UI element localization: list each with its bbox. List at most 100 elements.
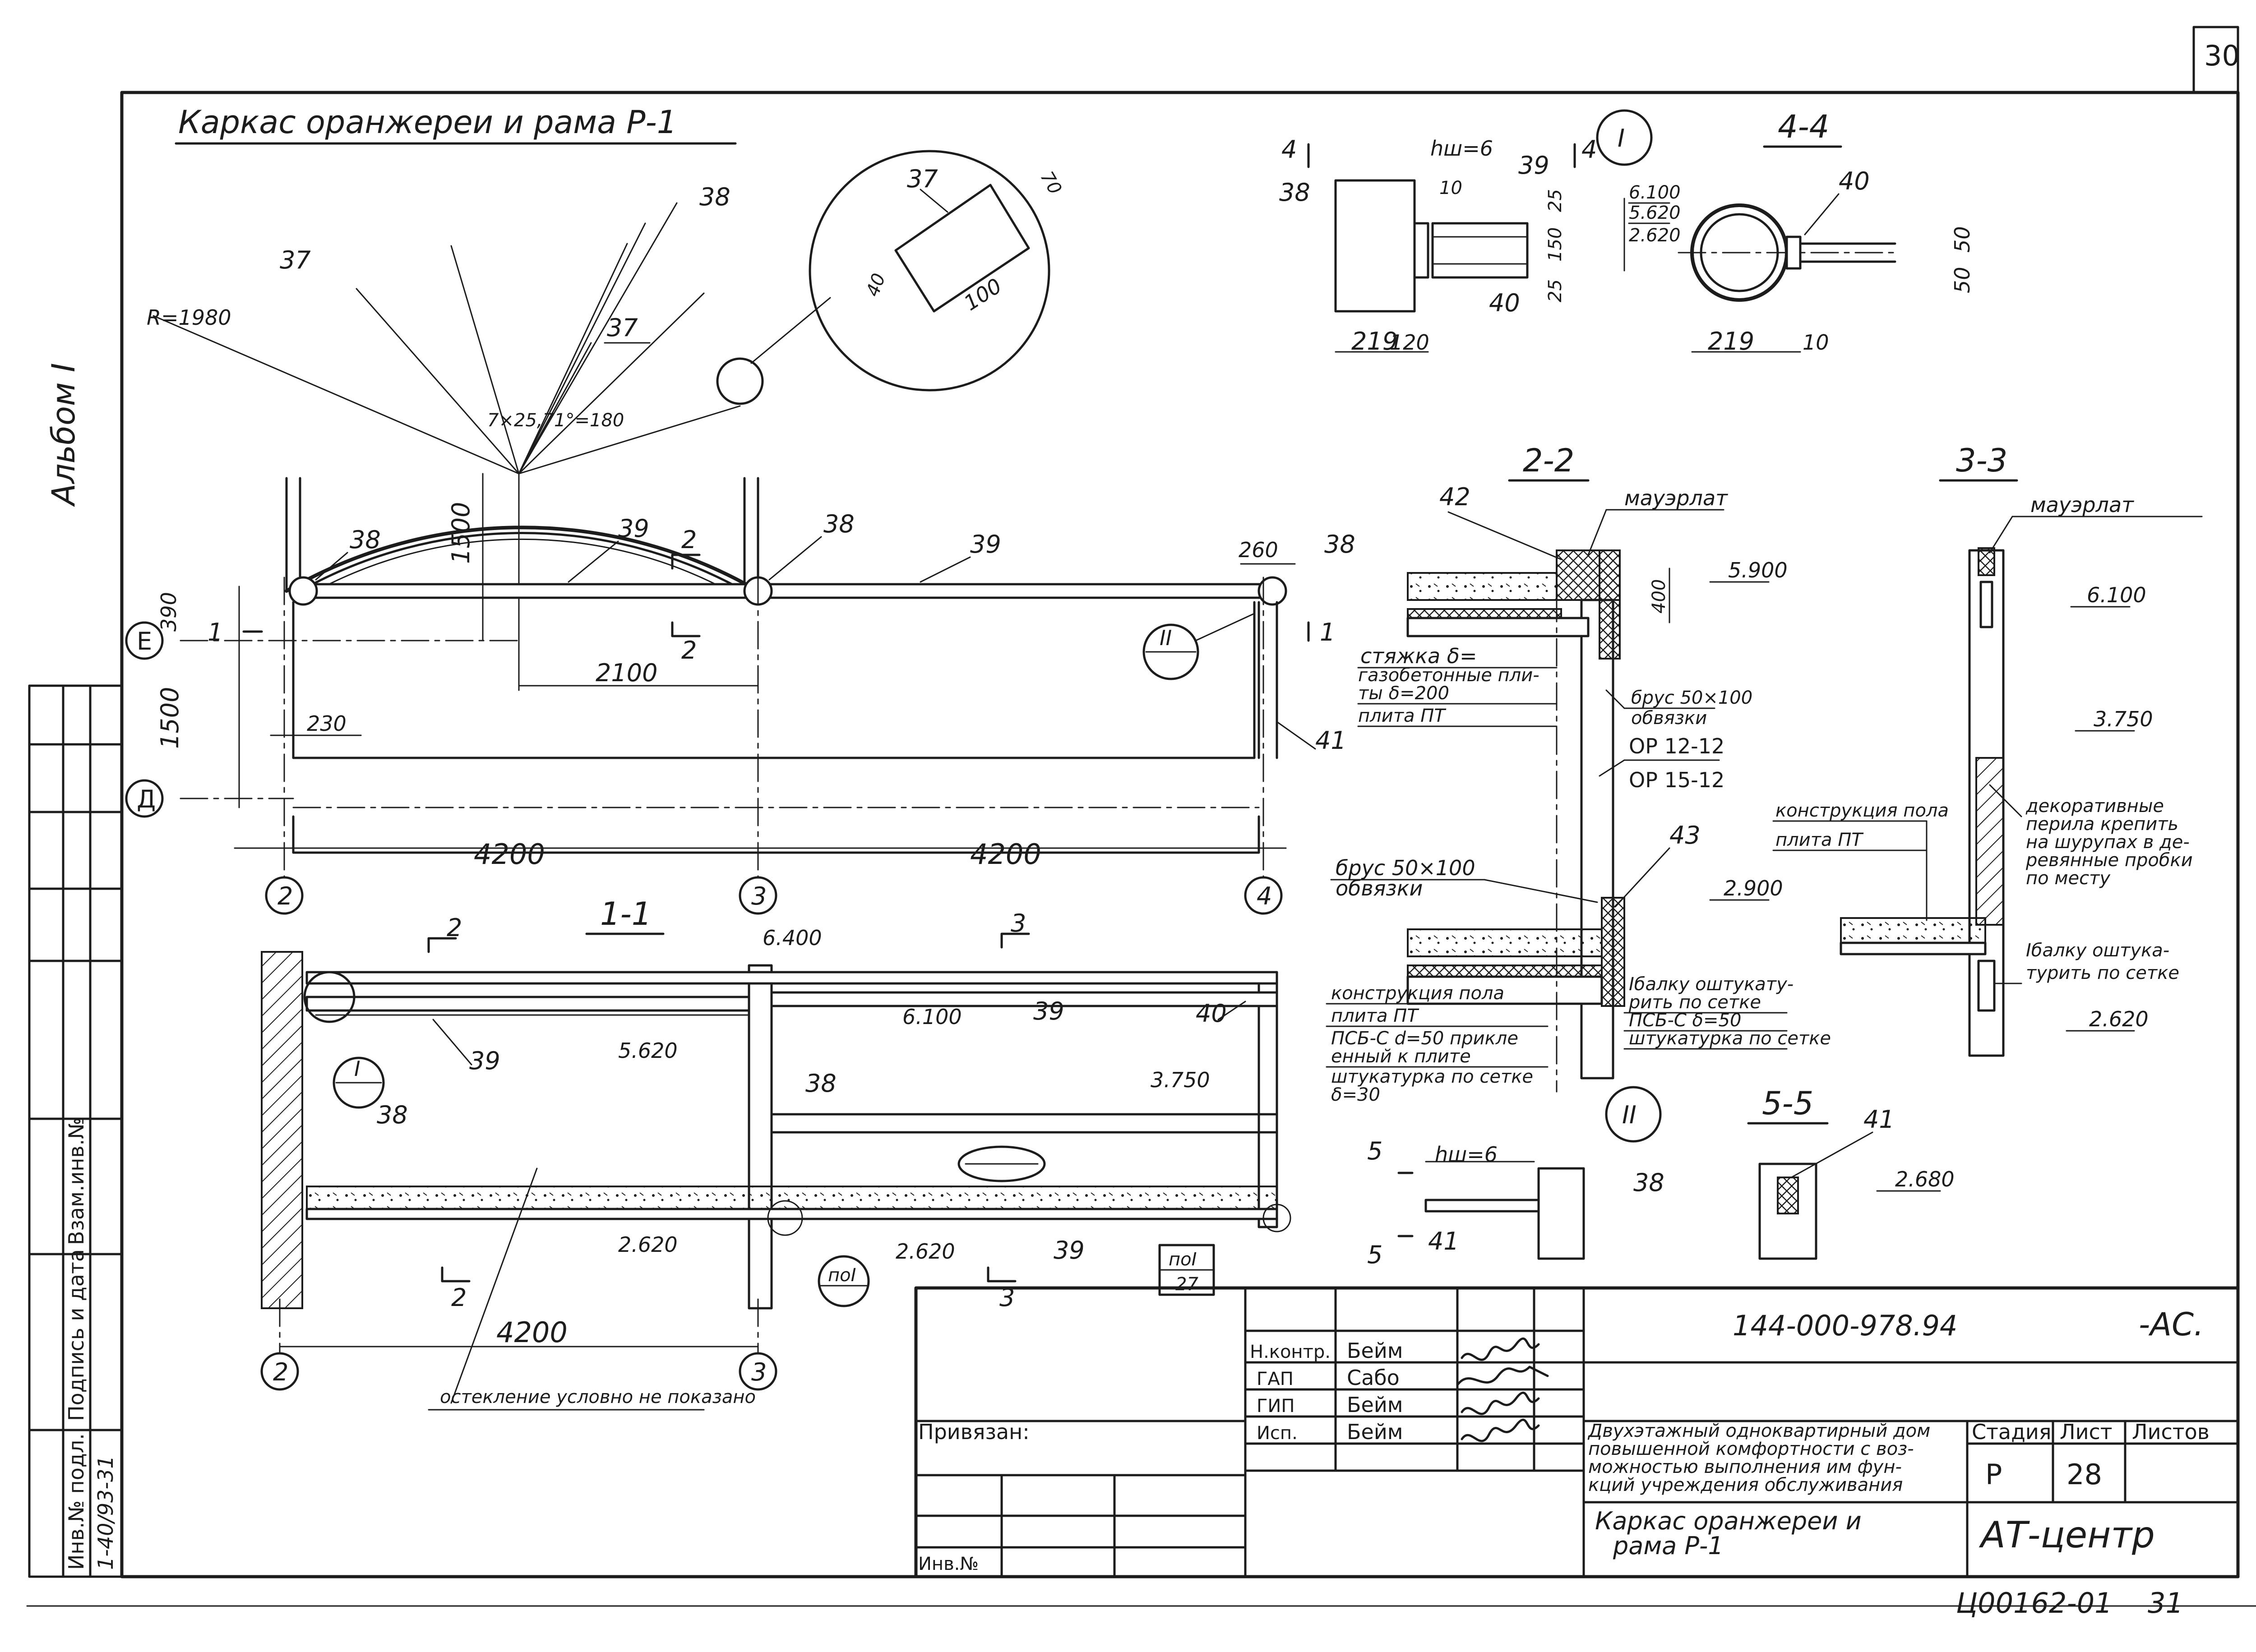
- sec33-floor: конструкция пола: [1775, 800, 1949, 821]
- sec11-elev-6400: 6.400: [763, 926, 822, 950]
- section-3-3: 3-3 мауэрлат 6.100 3.750 конструкция пол…: [1772, 442, 2203, 1057]
- sec22-mark-43: 43: [1669, 821, 1701, 849]
- sec11-callout-poI-b: 27: [1175, 1274, 1198, 1295]
- detail-II: II hш=6 38 41 5 5: [1367, 1086, 1664, 1269]
- plan-mark-39a: 39: [618, 514, 649, 543]
- detail-II-mark-41: 41: [1428, 1227, 1459, 1255]
- detail-37-mark: 37: [907, 165, 938, 193]
- stamp-sheets-hdr: Листов: [2132, 1420, 2210, 1444]
- side-podp: Подпись и дата: [64, 1249, 88, 1421]
- side-vzam: Взам.инв.№: [64, 1117, 88, 1245]
- plan-axis-E: Е: [137, 627, 152, 655]
- section-4-4-title: 4-4: [1778, 108, 1829, 145]
- sec44-d10: 10: [1803, 330, 1829, 355]
- main-title: Каркас оранжереи и рама Р-1: [178, 104, 677, 141]
- sec33-ibeam2: турить по сетке: [2026, 963, 2179, 983]
- plan-dim-4200a: 4200: [474, 838, 545, 871]
- sec44-elev-5620: 5.620: [1629, 203, 1681, 223]
- stamp-sheet: 28: [2066, 1458, 2102, 1491]
- stamp-sheet-hdr: Лист: [2060, 1420, 2113, 1444]
- detail-37-d70: 70: [1036, 168, 1065, 198]
- sec11-elev-3750: 3.750: [1151, 1068, 1210, 1092]
- signature-3: [1461, 1418, 1540, 1442]
- detail-I-d150: 150: [1545, 227, 1566, 262]
- section-3-3-title: 3-3: [1956, 442, 2007, 479]
- detail-I: I hш=6 38 39 40 4 4 10 25 150 25 219 120: [1279, 109, 1653, 355]
- sec22-op1: ОР 12-12: [1629, 734, 1724, 758]
- stamp-name-2: Бейм: [1347, 1393, 1403, 1417]
- sec11-axis-3: 3: [751, 1358, 767, 1386]
- detail-I-mark-39: 39: [1518, 151, 1549, 180]
- stamp-name-3: Бейм: [1347, 1420, 1403, 1444]
- title-block: 144-000-978.94 -АС. Н.контр. Бейм ГАП Са…: [914, 1286, 2240, 1578]
- detail-I-d120: 120: [1390, 330, 1429, 355]
- plan-dim-390: 390: [157, 592, 181, 632]
- sec22-elev-5900: 5.900: [1728, 558, 1788, 582]
- sec11-cut-2a: 2: [447, 914, 462, 942]
- sec22-slab2: плита ПТ: [1331, 1006, 1419, 1026]
- angle-label: 7×25,71°=180: [487, 410, 624, 431]
- sec22-plaster3: штукатурка по сетке: [1629, 1028, 1831, 1049]
- detail-I-mark-4b: 4: [1581, 135, 1597, 164]
- plan-dim-1500l: 1500: [156, 687, 184, 749]
- stamp-stage: Р: [1985, 1458, 2002, 1491]
- radius-label: R=1980: [147, 305, 231, 330]
- section-4-4: 4-4 40 6.100 5.620 2.620 219 10 50 50: [1623, 108, 1974, 355]
- sec11-elev-2620a: 2.620: [618, 1232, 678, 1257]
- sec33-rail3: на шурупах в де-: [2026, 832, 2190, 853]
- stamp-privyazan: Привязан:: [918, 1420, 1030, 1444]
- detail-II-mark-5b: 5: [1367, 1241, 1382, 1269]
- sec44-d219: 219: [1708, 327, 1754, 355]
- sec55-mark-41: 41: [1863, 1105, 1895, 1134]
- plan-mark-37a: 37: [280, 246, 311, 274]
- signature-1: [1456, 1366, 1549, 1386]
- sec11-callout-poI: поI: [828, 1265, 856, 1286]
- sec22-beam2: обвязки: [1631, 708, 1707, 729]
- sec11-axis-2: 2: [273, 1358, 288, 1386]
- section-1-1: 1-1 I 6.400 6.100 5.620 3.750 2.620 2.62…: [260, 895, 1291, 1411]
- detail-I-mark-38: 38: [1279, 178, 1310, 207]
- sec33-rail2: перила крепить: [2026, 814, 2178, 835]
- plan-mark-38b: 38: [823, 510, 855, 538]
- stamp-drawing-0: Каркас оранжереи и: [1595, 1507, 1862, 1535]
- sec22-gasconcrete2: ты δ=200: [1358, 683, 1449, 704]
- plan-dim-260: 260: [1239, 538, 1278, 562]
- sec22-psb2: енный к плите: [1331, 1046, 1471, 1067]
- section-2-2-title: 2-2: [1523, 442, 1574, 479]
- sec33-rail5: по месту: [2026, 868, 2111, 889]
- stamp-name-0: Бейм: [1347, 1338, 1403, 1363]
- stamp-role-2: ГИП: [1257, 1396, 1294, 1417]
- stamp-name-1: Сабо: [1347, 1366, 1400, 1390]
- plan-axis-2: 2: [277, 882, 293, 910]
- detail-I-d219: 219: [1351, 327, 1398, 355]
- sec11-mark-39b: 39: [1033, 997, 1064, 1025]
- sec11-mark-38b: 38: [805, 1069, 837, 1098]
- sec44-elev-2620: 2.620: [1629, 225, 1681, 246]
- stamp-role-1: ГАП: [1257, 1369, 1294, 1389]
- sec44-elev-6100: 6.100: [1629, 182, 1681, 203]
- sec22-elev-2900: 2.900: [1724, 876, 1783, 900]
- plan-section-2: 2: [681, 526, 697, 554]
- detail-II-mark-38: 38: [1633, 1168, 1664, 1197]
- sec11-mark-40: 40: [1196, 999, 1227, 1028]
- sec11-elev-6100: 6.100: [902, 1005, 962, 1029]
- sec33-rail4: ревянные пробки: [2025, 850, 2193, 871]
- sec22-mauerlat: мауэрлат: [1624, 486, 1728, 510]
- section-5-5: 5-5 41 2.680: [1747, 1085, 1955, 1260]
- sec33-ibeam1: Iбалку оштука-: [2026, 940, 2169, 961]
- plan-section-1: 1: [208, 618, 223, 646]
- sec11-elev-5620: 5.620: [618, 1038, 678, 1063]
- sec33-elev-2620: 2.620: [2089, 1007, 2149, 1031]
- plan-mark-41: 41: [1315, 726, 1346, 755]
- sec33-rail1: декоративные: [2025, 796, 2164, 817]
- stamp-stage-hdr: Стадия: [1972, 1420, 2051, 1444]
- detail-II-mark-5a: 5: [1367, 1137, 1382, 1165]
- plan-dim-1500v: 1500: [447, 502, 475, 564]
- sec22-psb3: ПСБ-С δ=50: [1629, 1010, 1741, 1031]
- sec11-cut-2b: 2: [451, 1283, 467, 1312]
- stamp-project-2: можностью выполнения им фун-: [1588, 1457, 1902, 1477]
- detail-I-mark-4a: 4: [1281, 135, 1297, 164]
- sec11-mark-39a: 39: [469, 1047, 500, 1075]
- detail-I-d25a: 25: [1545, 189, 1566, 212]
